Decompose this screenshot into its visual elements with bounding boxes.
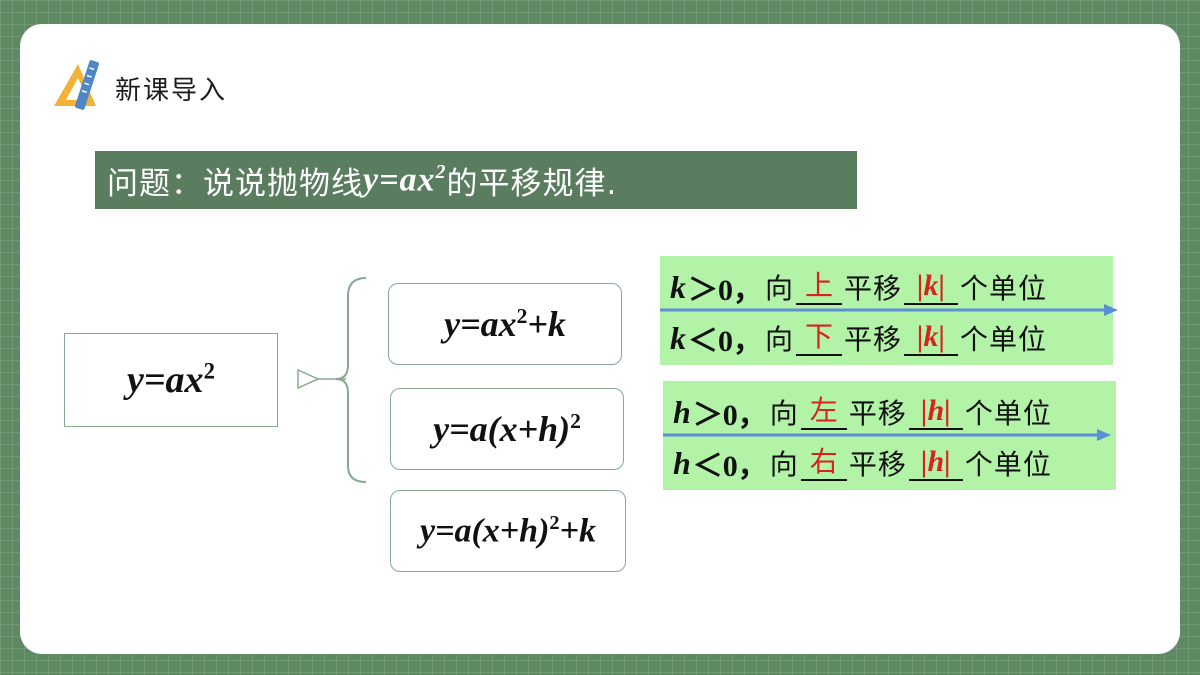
answer-blank: 左	[800, 394, 847, 430]
abs-value-blank: |k|	[904, 320, 959, 356]
ruler-triangle-icon	[54, 60, 99, 110]
arrow-divider	[660, 304, 1118, 316]
formula-box-horizontal-shift: y=a(x+h)2	[390, 388, 624, 470]
h-positive-rule: h ＞0， 向 左 平移 |h| 个单位	[673, 393, 1052, 433]
h-negative-rule: h ＜0， 向 右 平移 |h| 个单位	[673, 444, 1052, 484]
answer-blank: 上	[796, 269, 843, 305]
base-formula: y=ax2	[127, 358, 215, 401]
section-title: 新课导入	[115, 76, 228, 106]
abs-value-blank: |h|	[908, 445, 963, 481]
answer-blank: 下	[796, 320, 843, 356]
formula-combined-shift: y=a(x+h)2+k	[420, 511, 596, 550]
abs-value-blank: |k|	[904, 269, 959, 305]
answer-blank: 右	[800, 445, 847, 481]
question-formula: y=ax2	[363, 160, 447, 199]
base-formula-box: y=ax2	[64, 333, 278, 427]
k-rule-panel: k ＞0， 向 上 平移 |k| 个单位 k ＜0， 向 下 平移 |k| 个单…	[660, 256, 1118, 365]
formula-vertical-shift: y=ax2+k	[444, 304, 566, 344]
question-banner: 问题：说说抛物线 y=ax2 的平移规律.	[95, 151, 857, 209]
bracket-connector	[297, 277, 367, 483]
abs-value-blank: |h|	[908, 394, 963, 430]
k-positive-rule: k ＞0， 向 上 平移 |k| 个单位	[670, 268, 1048, 308]
formula-box-combined-shift: y=a(x+h)2+k	[390, 490, 626, 572]
question-suffix: 的平移规律.	[446, 165, 618, 202]
formula-box-vertical-shift: y=ax2+k	[388, 283, 622, 365]
h-rule-panel: h ＞0， 向 左 平移 |h| 个单位 h ＜0， 向 右 平移 |h| 个单…	[663, 381, 1116, 490]
arrow-divider	[663, 429, 1111, 441]
formula-horizontal-shift: y=a(x+h)2	[433, 409, 581, 449]
k-negative-rule: k ＜0， 向 下 平移 |k| 个单位	[670, 319, 1048, 359]
question-prefix: 问题：说说抛物线	[107, 165, 363, 202]
